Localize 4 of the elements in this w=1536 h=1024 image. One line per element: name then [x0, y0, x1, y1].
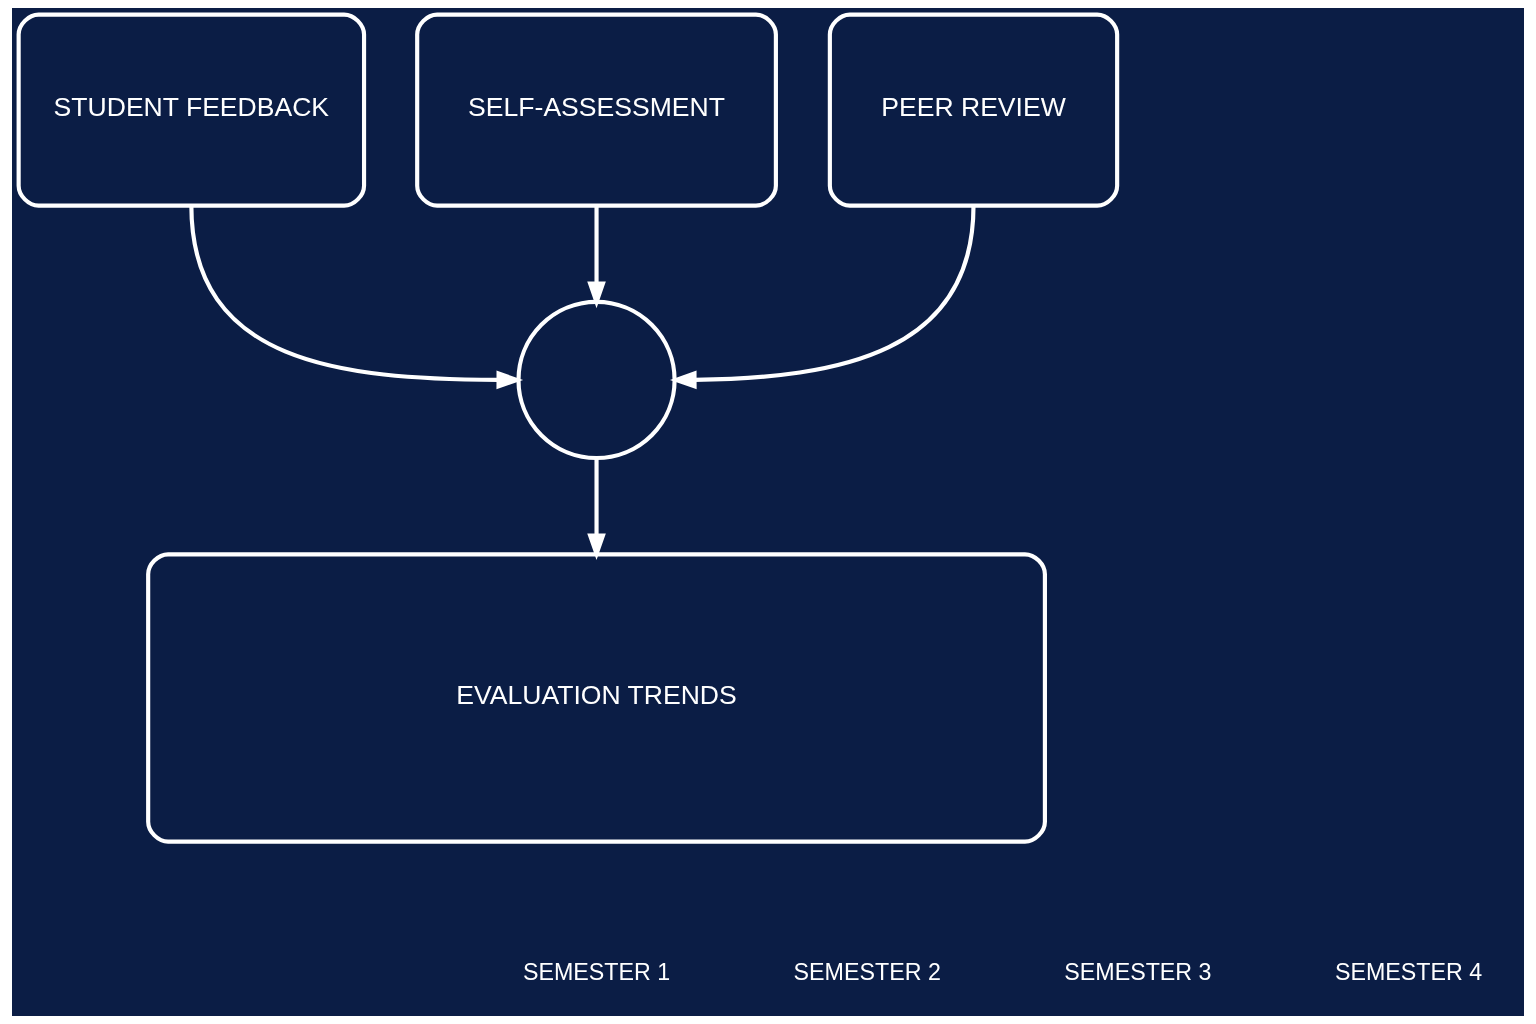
label: SEMESTER 4	[1334, 958, 1483, 985]
label: SEMESTER 1	[522, 958, 671, 985]
label: SEMESTER 3	[1064, 958, 1212, 985]
label: SEMESTER 2	[793, 958, 941, 985]
